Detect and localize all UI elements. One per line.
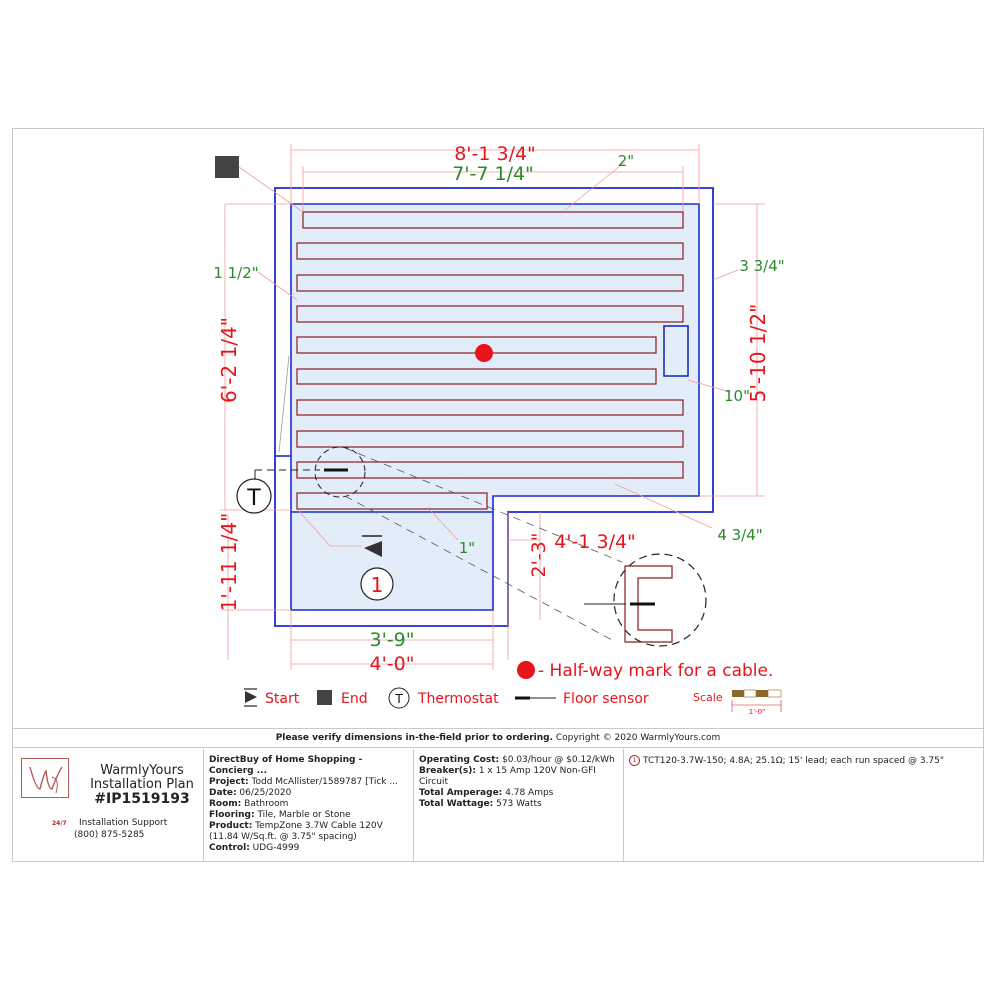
legend-halfway-label: - Half-way mark for a cable. bbox=[538, 661, 773, 681]
dim-run-gap: 1" bbox=[459, 539, 475, 557]
cable-run bbox=[296, 399, 684, 416]
project-product: Product: TempZone 3.7W Cable 120V (11.84… bbox=[209, 821, 383, 842]
project-date: Date: 06/25/2020 bbox=[209, 788, 292, 798]
legend-scale-label: Scale bbox=[693, 691, 723, 704]
cable-number-icon: 1 bbox=[629, 755, 640, 766]
project-project: Project: Todd McAllister/1589787 [Tick .… bbox=[209, 777, 398, 787]
dim-left-upper: 6'-2 1/4" bbox=[217, 317, 241, 403]
cable-run bbox=[296, 368, 657, 385]
support-phone: (800) 875-5285 bbox=[74, 830, 145, 840]
cost-breaker: Breaker(s): 1 x 15 Amp 120V Non-GFI Circ… bbox=[419, 766, 596, 787]
end-leader bbox=[238, 166, 304, 213]
project-panel: DirectBuy of Home Shopping - Concierg ..… bbox=[204, 749, 414, 862]
verify-notice: Please verify dimensions in-the-field pr… bbox=[12, 728, 984, 748]
plan-number: #IP1519193 bbox=[94, 791, 190, 807]
brand-name: WarmlyYours bbox=[100, 763, 184, 778]
floor-plan: T 1 8'-1 3/4" 7'-7 1/4" 2" 1 1/2" 3 3/4"… bbox=[213, 143, 784, 716]
brand-panel: WarmlyYours Installation Plan #IP1519193… bbox=[12, 749, 204, 862]
cost-wattage: Total Wattage: 573 Watts bbox=[419, 799, 542, 809]
legend-halfway-icon bbox=[517, 661, 535, 679]
project-control: Control: UDG-4999 bbox=[209, 843, 300, 853]
legend-thermostat-label: Thermostat bbox=[417, 691, 499, 707]
plan-sheet-border bbox=[12, 128, 984, 862]
thermostat-symbol: T bbox=[236, 478, 272, 514]
svg-text:T: T bbox=[394, 692, 403, 706]
copyright-text: Copyright © 2020 WarmlyYours.com bbox=[553, 733, 721, 743]
dim-left-gap: 1 1/2" bbox=[213, 264, 258, 282]
project-flooring: Flooring: Tile, Marble or Stone bbox=[209, 810, 351, 820]
verify-notice-bold: Please verify dimensions in-the-field pr… bbox=[275, 733, 553, 743]
legend-thermostat-icon: T bbox=[388, 687, 410, 709]
end-marker bbox=[215, 156, 239, 178]
thermostat-wire bbox=[254, 469, 320, 480]
cost-amperage: Total Amperage: 4.78 Amps bbox=[419, 788, 554, 798]
cost-operating: Operating Cost: $0.03/hour @ $0.12/kWh bbox=[419, 755, 615, 765]
dim-obstacle: 10" bbox=[724, 387, 750, 405]
cable-run bbox=[296, 242, 684, 260]
dimension-lines bbox=[220, 144, 765, 670]
cable-run bbox=[302, 211, 684, 229]
dim-bottom-gap: 4 3/4" bbox=[717, 526, 762, 544]
dim-right-height: 5'-10 1/2" bbox=[746, 304, 770, 403]
cable-spec-text: TCT120-3.7W-150; 4.8A; 25.1Ω; 15' lead; … bbox=[643, 756, 945, 766]
dim-top-gap: 2" bbox=[618, 152, 634, 170]
support-label: Installation Support bbox=[79, 818, 168, 828]
dim-top-inner: 7'-7 1/4" bbox=[452, 163, 534, 185]
door-arc bbox=[278, 355, 290, 453]
svg-text:T: T bbox=[246, 486, 261, 511]
dim-right-gap: 3 3/4" bbox=[739, 257, 784, 275]
obstacle bbox=[663, 325, 689, 377]
plan-title: WarmlyYours Installation Plan #IP1519193 bbox=[82, 763, 202, 807]
svg-text:1: 1 bbox=[371, 573, 384, 597]
cable-run bbox=[296, 492, 488, 510]
legend: - Half-way mark for a cable. Start End T… bbox=[244, 661, 782, 716]
cable-number-badge: 1 bbox=[360, 567, 394, 601]
cable-run bbox=[296, 430, 684, 448]
cable-run bbox=[296, 274, 684, 292]
legend-start-icon bbox=[244, 688, 257, 707]
support-info: Installation Support (800) 875-5285 bbox=[52, 817, 167, 841]
scale-unit-label: 1'-0" bbox=[749, 708, 766, 716]
dim-top-outer: 8'-1 3/4" bbox=[454, 143, 536, 165]
dim-left-lower: 1'-11 1/4" bbox=[217, 513, 241, 612]
plan-type: Installation Plan bbox=[90, 777, 194, 792]
warmlyyours-logo bbox=[21, 758, 69, 798]
sensor-detail-circle bbox=[314, 446, 366, 498]
heating-cable bbox=[296, 211, 684, 510]
legend-end-icon bbox=[317, 690, 332, 705]
dim-bottom-outer: 4'-0" bbox=[370, 653, 415, 675]
legend-end-label: End bbox=[341, 691, 368, 707]
dim-bottom-inner: 3'-9" bbox=[370, 629, 415, 651]
start-marker bbox=[297, 509, 382, 557]
cost-panel: Operating Cost: $0.03/hour @ $0.12/kWh B… bbox=[414, 749, 624, 862]
halfway-mark bbox=[475, 344, 493, 362]
cable-run bbox=[296, 305, 684, 323]
logo-mark-icon bbox=[29, 766, 63, 794]
dim-notch-height: 2'-3" bbox=[528, 533, 550, 578]
legend-sensor-label: Floor sensor bbox=[563, 691, 649, 707]
project-company: DirectBuy of Home Shopping - Concierg ..… bbox=[209, 755, 363, 776]
detail-leader bbox=[344, 495, 613, 641]
legend-start-label: Start bbox=[265, 691, 300, 707]
support-24-7-icon: 24/7 bbox=[52, 820, 67, 827]
dim-notch-width: 4'-1 3/4" bbox=[554, 531, 636, 553]
project-room: Room: Bathroom bbox=[209, 799, 289, 809]
scale-bar bbox=[731, 689, 782, 712]
detail-leader bbox=[344, 447, 623, 563]
sensor-detail-zoom bbox=[584, 553, 707, 647]
